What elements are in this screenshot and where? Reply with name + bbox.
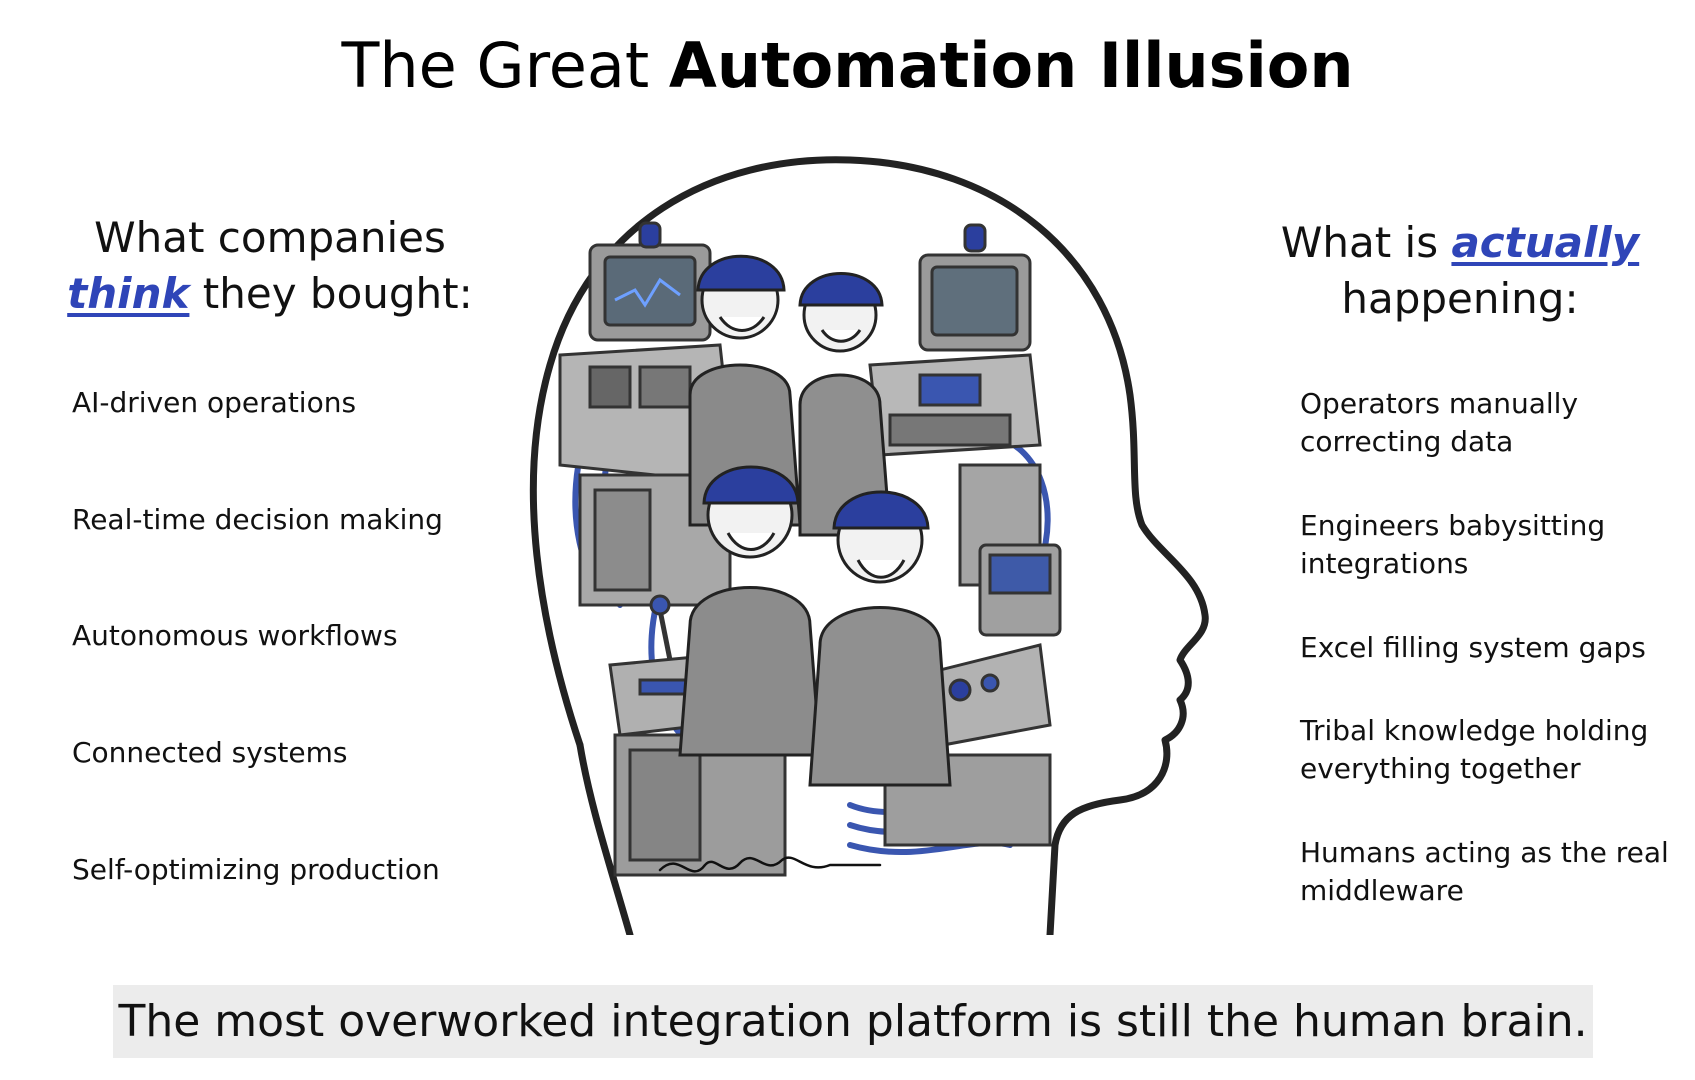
signature-mark [658,856,882,873]
head-illustration [529,156,1209,935]
list-item: Self-optimizing production [72,853,440,886]
list-item: Operators manually correcting data [1300,387,1579,458]
head-outline [529,156,1209,935]
right-heading-emphasis: actually [1451,218,1640,267]
list-item: Excel filling system gaps [1300,631,1646,664]
right-heading-line2: happening: [1341,274,1579,323]
page-title: The Great Automation Illusion [0,28,1695,104]
banner-text: The most overworked integration platform… [118,996,1588,1047]
worker-bottom-right [808,490,952,787]
worker-bottom-left [678,465,822,757]
left-heading-line1: What companies [94,213,446,262]
list-item: AI-driven operations [72,386,357,419]
bottom-right-console [878,543,1062,847]
list-item: Real-time decision making [72,503,443,536]
list-item: Connected systems [72,736,348,769]
list-item: Tribal knowledge holding everything toge… [1300,714,1649,785]
left-column-heading: What companies think they bought: [50,210,490,322]
right-heading-prefix: What is [1280,218,1452,267]
right-column-heading: What is actually happening: [1240,215,1680,327]
left-heading-line2: think they bought: [50,266,490,322]
right-heading-line1: What is actually [1240,215,1680,271]
left-heading-emphasis: think [67,269,190,318]
right-console [868,223,1042,587]
left-heading-rest: they bought: [189,269,473,318]
list-item: Engineers babysitting integrations [1300,509,1606,580]
list-item: Autonomous workflows [72,619,398,652]
list-item: Humans acting as the real middleware [1300,836,1669,907]
bottom-banner: The most overworked integration platform… [113,985,1593,1058]
title-bold: Automation Illusion [668,29,1354,102]
title-prefix: The Great [341,29,669,102]
